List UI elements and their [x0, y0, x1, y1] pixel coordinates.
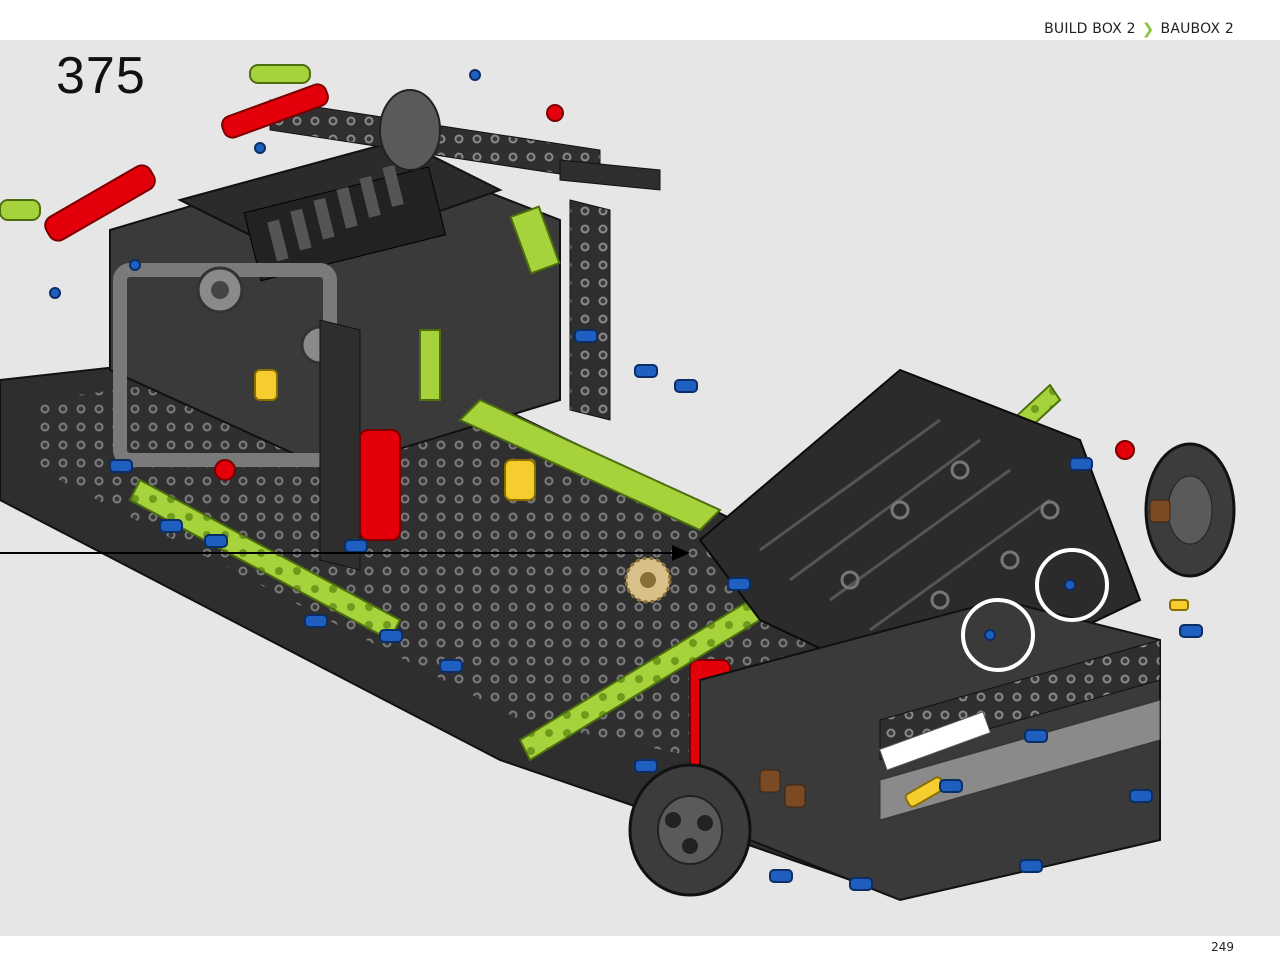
tan-gear — [624, 556, 672, 604]
breadcrumb: BUILD BOX 2 ❯ BAUBOX 2 — [1044, 20, 1234, 38]
page-header: BUILD BOX 2 ❯ BAUBOX 2 — [0, 0, 1280, 40]
front-suspension-structure — [699, 598, 1161, 902]
breadcrumb-item-build-box: BUILD BOX 2 — [1044, 21, 1136, 37]
step-number: 375 — [56, 47, 146, 105]
breadcrumb-item-baubox: BAUBOX 2 — [1160, 21, 1234, 37]
engine-assembly — [109, 138, 561, 472]
lego-model-illustration — [0, 64, 1236, 902]
brown-connectors — [759, 499, 1171, 808]
pointer-arrow — [0, 545, 690, 561]
chevron-right-icon: ❯ — [1141, 20, 1155, 38]
callout-circles — [961, 548, 1109, 672]
page-footer — [0, 936, 1280, 974]
callout-circle-lower — [961, 598, 1035, 672]
page-number: 249 — [1211, 940, 1234, 954]
yellow-parts — [254, 369, 1189, 808]
front-left-wheel-hub — [628, 763, 752, 897]
callout-circle-upper — [1035, 548, 1109, 622]
blue-connector-pins — [49, 69, 1203, 891]
rear-right-wheel-hub — [379, 89, 441, 171]
